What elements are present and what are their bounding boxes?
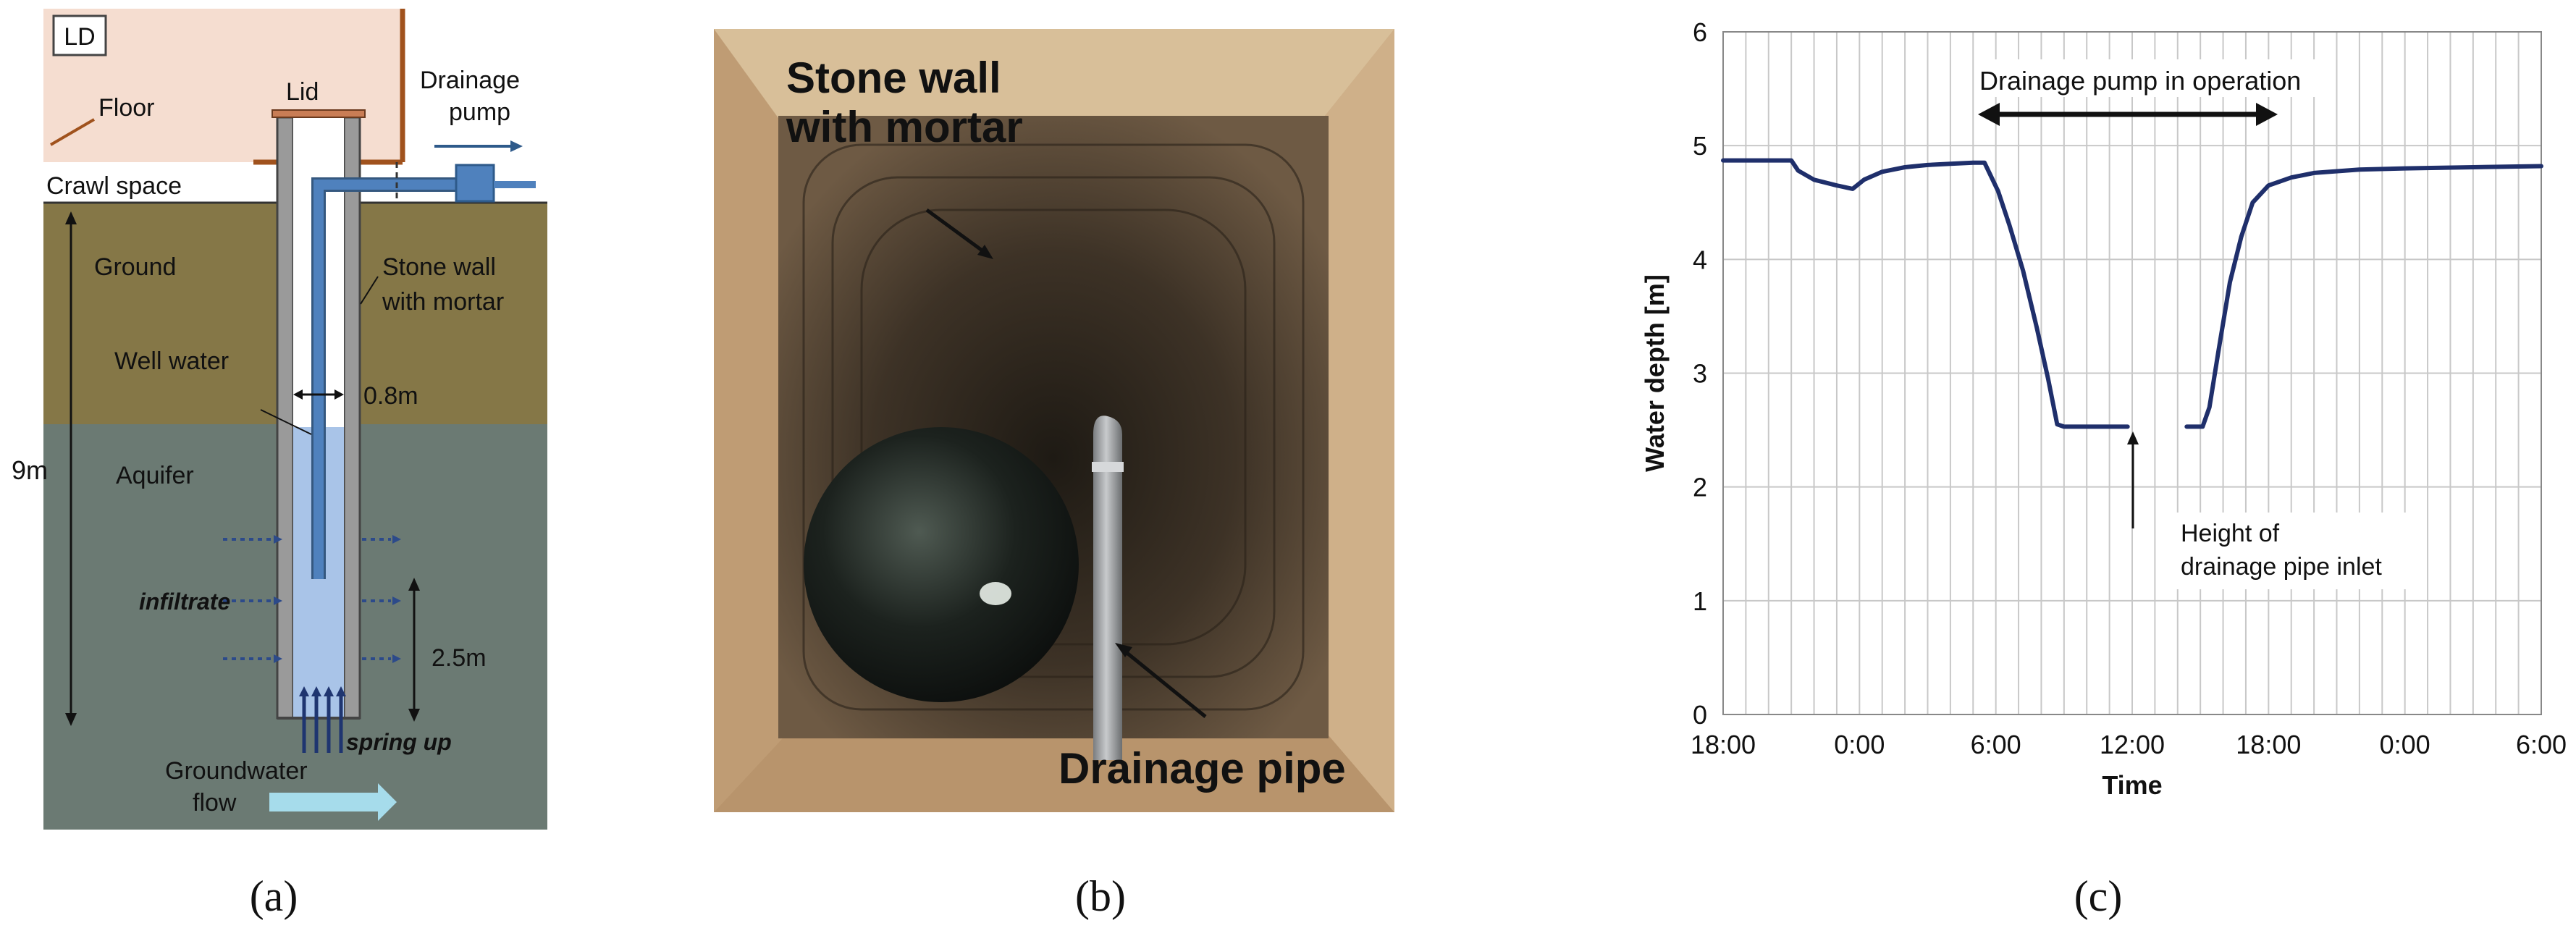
x-tick-labels: 18:00 0:00 6:00 12:00 18:00 0:00 6:00 [1691, 730, 2567, 759]
flow-label-2: flow [193, 789, 237, 817]
inlet-annotation-1: Height of [2181, 520, 2280, 547]
plot-frame [1722, 31, 2542, 715]
well-water-leader [260, 409, 312, 435]
panel-c-caption: (c) [2074, 872, 2123, 920]
y-tick-label: 4 [1693, 245, 1707, 274]
y-tick-label: 5 [1693, 131, 1707, 161]
spring-up-label: spring up [346, 729, 452, 755]
aquifer-label: Aquifer [116, 462, 194, 489]
x-tick-label: 6:00 [2516, 730, 2567, 759]
x-tick-label: 12:00 [2100, 730, 2165, 759]
well-width-label: 0.8m [363, 382, 418, 410]
ground-label: Ground [94, 253, 176, 281]
x-axis-label: Time [2102, 770, 2162, 800]
stone-wall-label-2: with mortar [382, 288, 504, 316]
panel-b-photo: Stone wall with mortar Drainage pipe [714, 29, 1394, 812]
well-water-label: Well water [114, 347, 229, 375]
flow-arrow [269, 793, 378, 811]
drainage-pipe-photo [1093, 463, 1122, 760]
y-axis-label: Water depth [m] [1640, 274, 1670, 472]
pump-annotation: Drainage pump in operation [1979, 66, 2301, 96]
y-tick-label: 3 [1693, 359, 1707, 389]
well-wall-right [342, 116, 361, 720]
well-wall-left [276, 116, 295, 720]
ld-badge [52, 14, 107, 56]
panel-a-caption: (a) [250, 872, 298, 920]
series-lines [1721, 158, 2543, 429]
inlet-annotation-bg [2175, 513, 2420, 589]
lid-label: Lid [286, 78, 319, 106]
water-height-label: 2.5m [432, 644, 487, 672]
water-depth-line [1721, 158, 2130, 429]
y-tick-label: 6 [1693, 17, 1707, 47]
x-tick-label: 0:00 [1834, 730, 1885, 759]
water-depth-line [2184, 164, 2543, 429]
x-tick-label: 0:00 [2380, 730, 2430, 759]
x-tick-label: 6:00 [1971, 730, 2021, 759]
panel-b-caption: (b) [1075, 872, 1126, 920]
float-ball [804, 427, 1079, 702]
pump-label-2: pump [449, 98, 510, 126]
y-tick-label: 1 [1693, 586, 1707, 616]
wall-leader [925, 208, 988, 256]
infiltrate-label: infiltrate [139, 589, 230, 615]
stone-wall-label-1: Stone wall [382, 253, 496, 281]
y-tick-label: 2 [1693, 473, 1707, 502]
floor-leader [49, 118, 96, 146]
x-tick-label: 18:00 [1691, 730, 1756, 759]
pump-box [455, 164, 495, 203]
floor-label: Floor [98, 94, 154, 122]
well-lid [272, 109, 366, 118]
y-tick-labels: 0 1 2 3 4 5 6 [1693, 17, 1707, 730]
photo-wall-label-1: Stone wall [786, 54, 1001, 102]
flow-label-1: Groundwater [165, 757, 308, 785]
spring-up-arrows [302, 695, 343, 753]
photo-pipe-label: Drainage pipe [1058, 744, 1346, 793]
drainage-pipe [313, 180, 456, 579]
y-tick-label: 0 [1693, 700, 1707, 730]
photo-wall-label-2: with mortar [786, 103, 1023, 151]
crawl-space-label: Crawl space [46, 172, 182, 200]
pump-annotation-bg [1975, 59, 2330, 97]
stone-wall-leader [360, 276, 379, 305]
pump-label-1: Drainage [420, 67, 520, 94]
chart-grid [1723, 32, 2541, 714]
inlet-annotation-2: drainage pipe inlet [2181, 553, 2382, 581]
depth-label: 9m [12, 455, 48, 485]
ld-badge-label: LD [64, 23, 95, 51]
panel-a-diagram: LD Floor Lid Drainage pump Crawl space G… [12, 9, 547, 830]
x-tick-label: 18:00 [2236, 730, 2301, 759]
pipe-leader [1119, 646, 1207, 718]
